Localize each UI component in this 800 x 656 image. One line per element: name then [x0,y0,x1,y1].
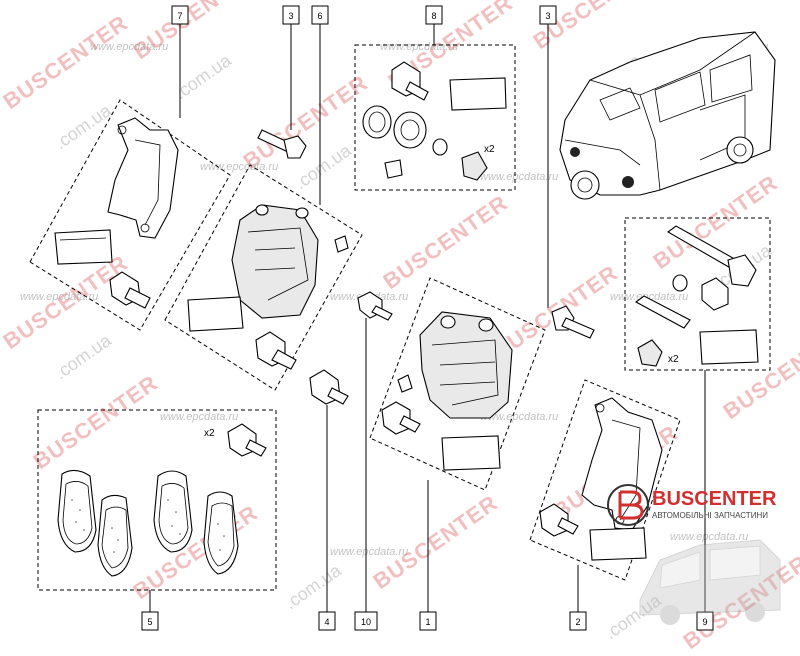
kit-7-group [29,99,231,331]
caliper-bracket [581,397,663,531]
callout-label: 3 [545,11,550,21]
watermark-site: www.epcdata.ru [200,161,278,173]
callout-label: 5 [147,617,152,627]
leader-lines [149,24,706,612]
watermark-brand: BUSCENTER [369,490,503,594]
watermark-site: www.epcdata.ru [670,531,748,543]
watermark-brand: BUSCENTER [0,10,132,114]
callout-label: 10 [361,617,371,627]
callout-2[interactable]: 2 [569,611,587,631]
kit-1-group [369,277,546,491]
watermark-site: www.epcdata.ru [480,171,558,183]
brake-caliper [419,311,513,419]
kit-2-group [529,379,681,581]
callout-label: 3 [288,11,293,21]
bolt [257,129,307,159]
watermark-site: www.epcdata.ru [90,41,168,53]
callout-3[interactable]: 3 [539,5,557,25]
callout-5[interactable]: 5 [141,611,159,631]
bolt [357,291,393,321]
callout-4[interactable]: 4 [318,611,336,631]
callout-9[interactable]: 9 [696,611,714,631]
brake-pad [57,469,97,553]
quantity-label: x2 [204,428,215,439]
callout-label: 2 [575,617,580,627]
watermark-site: www.epcdata.ru [480,411,558,423]
watermark-brand: BUSCENTER [29,370,163,474]
brake-pad [153,470,193,553]
bolt [309,369,349,405]
bolt [109,271,151,309]
callout-label: 7 [177,11,182,21]
logo-subtitle: АВТОМОБІЛЬНІ ЗАПЧАСТИНИ [652,511,768,520]
watermark-site: www.epcdata.ru [20,291,98,303]
grease-sachet [54,229,113,265]
watermark-domain: .com.ua [171,50,236,104]
kit-9-group: x2 [624,217,771,371]
callout-7[interactable]: 7 [171,5,189,25]
logo-b-icon [607,484,649,526]
brake-pad [203,491,239,575]
watermark-site: www.epcdata.ru [330,546,408,558]
watermark-site: www.epcdata.ru [160,411,238,423]
logo-name: BUSCENTER [652,488,777,510]
callout-label: 1 [425,617,430,627]
bolt [551,305,595,339]
watermark-site: www.epcdata.ru [610,291,688,303]
watermark-brand: BUSCENTER [379,190,513,294]
brake-pad [97,494,133,577]
callout-label: 9 [702,617,707,627]
callout-label: 8 [431,11,436,21]
van-icon [559,31,776,200]
callout-label: 6 [317,11,322,21]
kit-8-group: x2 [354,44,516,191]
callout-3[interactable]: 3 [282,5,300,25]
watermark-domain: .com.ua [281,560,346,614]
brake-caliper [231,204,319,319]
buscenter-logo: BUSCENTER АВТОМОБІЛЬНІ ЗАПЧАСТИНИ [607,484,781,625]
callout-10[interactable]: 10 [354,611,378,631]
kit-5-group: x2 [37,409,277,591]
quantity-label: x2 [484,144,495,155]
callout-6[interactable]: 6 [311,5,329,25]
watermark-brand: BUSCENTER [129,500,263,604]
caliper-bracket [107,117,179,239]
watermark-brand: BUSCENTER [239,70,373,174]
pad-texture [71,499,225,553]
callout-1[interactable]: 1 [419,611,437,631]
callout-label: 4 [324,617,329,627]
quantity-label: x2 [668,354,679,365]
watermark-brand: BUSCENTER [129,0,263,64]
callout-8[interactable]: 8 [425,5,443,25]
kit-6-group [164,164,363,391]
bus-watermark-icon [639,539,781,625]
watermark-site: www.epcdata.ru [380,41,458,53]
watermark-domain: .com.ua [51,330,116,384]
